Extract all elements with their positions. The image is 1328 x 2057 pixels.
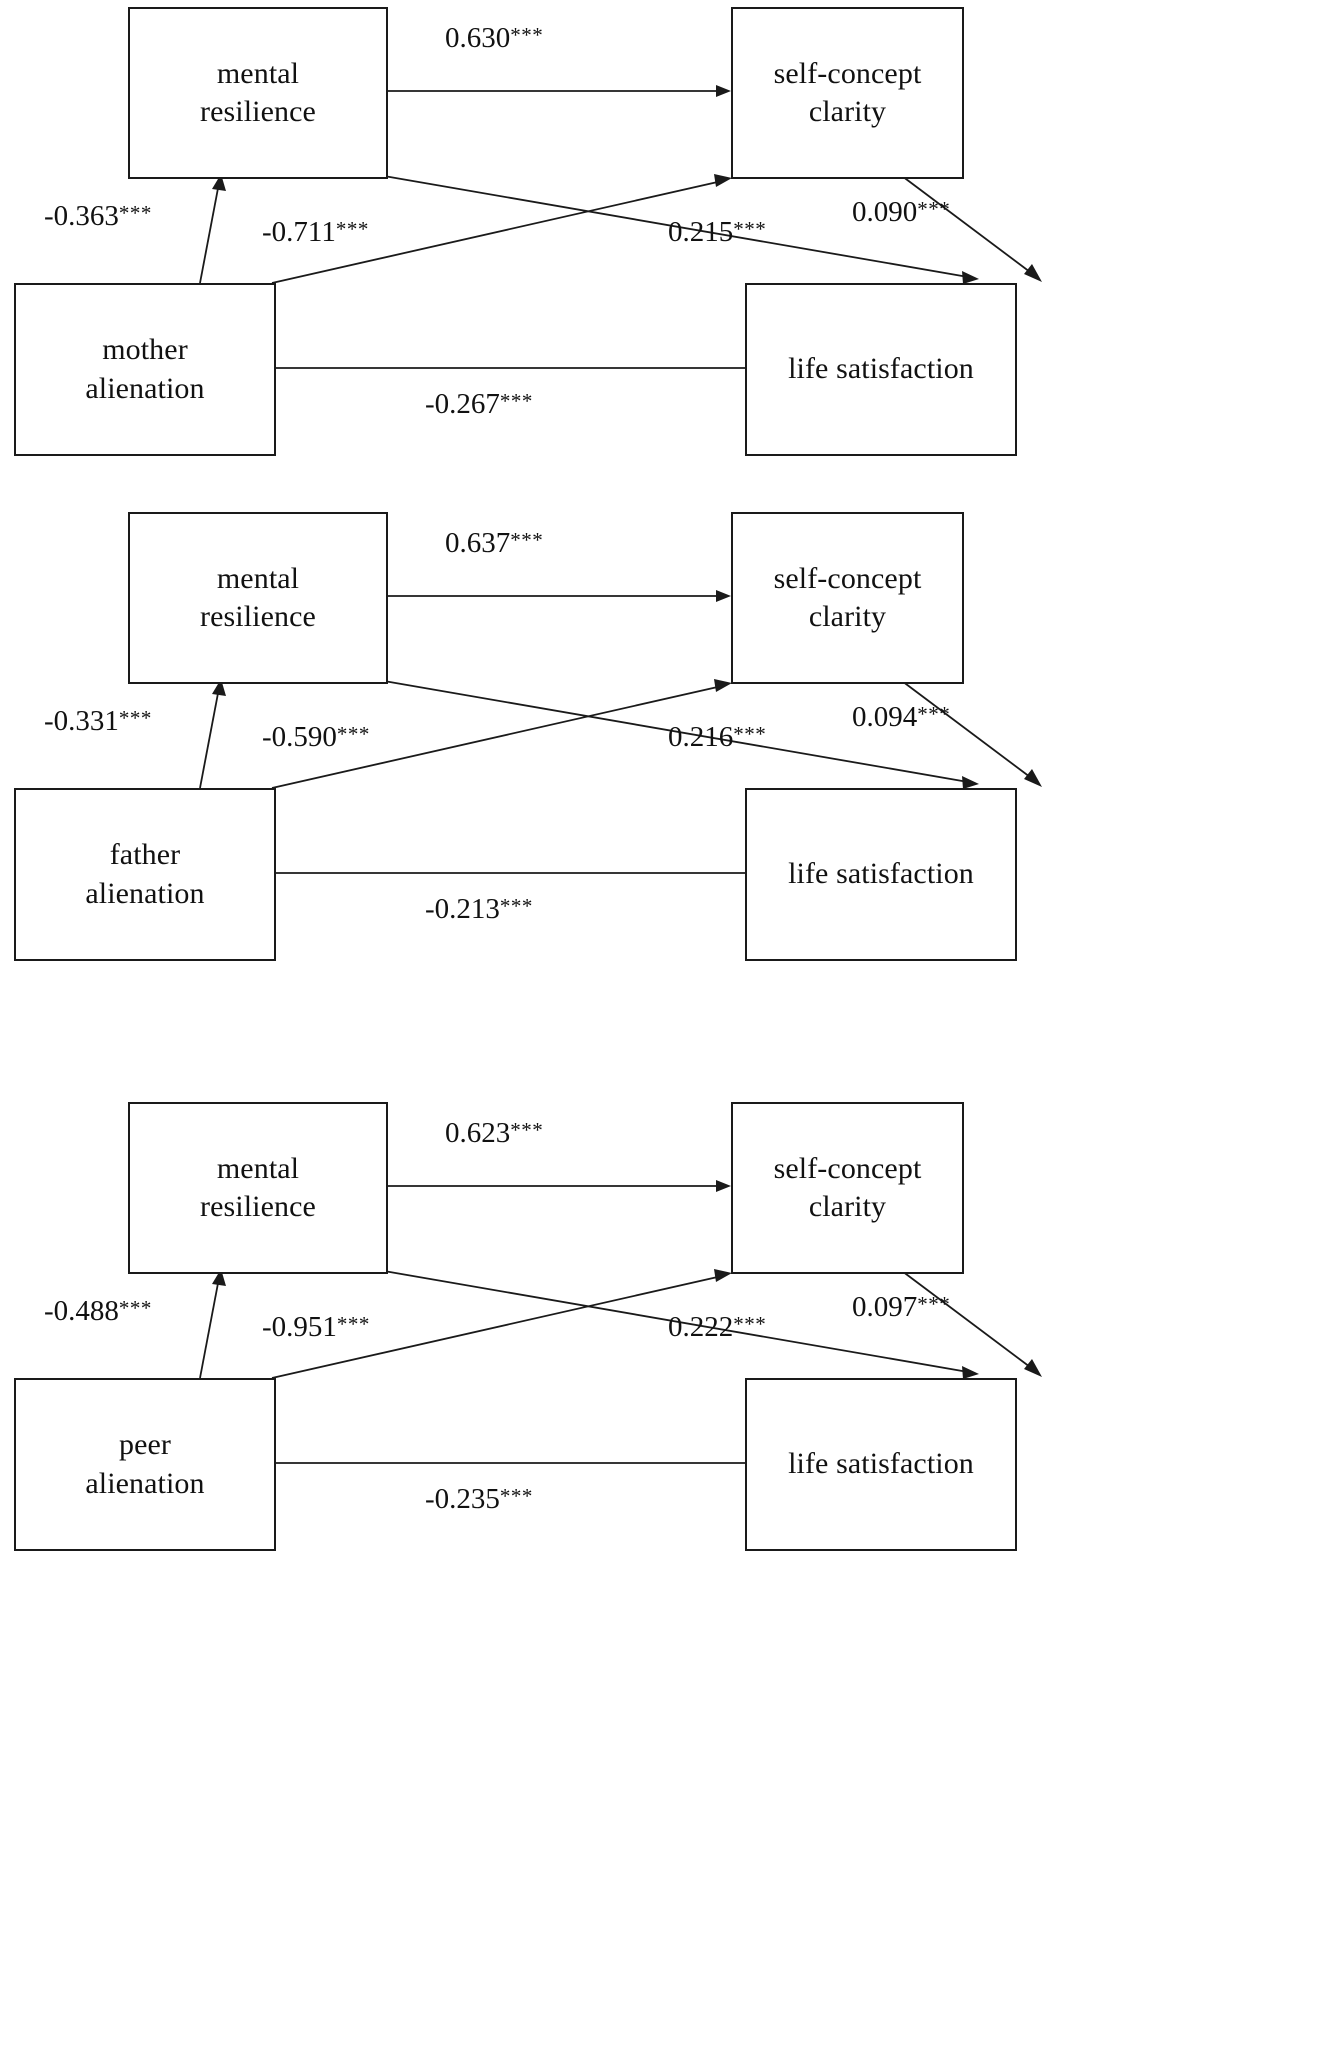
arrow-resilience-to-satisfaction: [383, 680, 979, 789]
path-coefficient-source-to-satisfaction: -0.213***: [425, 893, 533, 925]
arrow-source-to-clarity: [271, 174, 732, 284]
node-label-life-satisfaction: life satisfaction: [788, 857, 974, 891]
node-label-self-concept-clarity: self-concept clarity: [773, 561, 922, 633]
path-coefficient-resilience-to-clarity: 0.630***: [445, 22, 544, 54]
arrow-resilience-to-clarity: [384, 1180, 731, 1192]
path-coefficient-source-to-resilience: -0.488***: [44, 1295, 152, 1327]
node-peer-alienation[interactable]: peer alienation: [14, 1378, 276, 1551]
node-label-father-alienation: father alienation: [85, 838, 205, 910]
arrow-source-to-clarity: [271, 1269, 732, 1379]
path-diagram-panel-mother: mental resilience self-concept clarity m…: [0, 0, 1328, 470]
path-diagram-panel-father: mental resilience self-concept clarity f…: [0, 505, 1328, 975]
panel-3-arrows: [199, 1180, 1042, 1469]
path-coefficient-resilience-to-clarity: 0.637***: [445, 527, 544, 559]
arrow-resilience-to-clarity: [384, 85, 731, 97]
arrow-source-to-resilience: [199, 679, 226, 789]
node-label-mental-resilience: mental resilience: [200, 56, 316, 128]
node-father-alienation[interactable]: father alienation: [14, 788, 276, 961]
path-coefficient-source-to-resilience: -0.331***: [44, 705, 152, 737]
path-coefficient-source-to-satisfaction: -0.235***: [425, 1483, 533, 1515]
path-diagram-panel-peer: mental resilience self-concept clarity p…: [0, 1095, 1328, 1565]
arrow-clarity-to-satisfaction: [901, 175, 1042, 282]
node-life-satisfaction[interactable]: life satisfaction: [745, 283, 1017, 456]
path-coefficient-resilience-to-satisfaction: -0.590***: [262, 721, 370, 753]
node-self-concept-clarity[interactable]: self-concept clarity: [731, 512, 964, 684]
node-mother-alienation[interactable]: mother alienation: [14, 283, 276, 456]
node-self-concept-clarity[interactable]: self-concept clarity: [731, 7, 964, 179]
path-coefficient-clarity-to-satisfaction: 0.090***: [852, 196, 951, 228]
path-coefficient-source-to-satisfaction: -0.267***: [425, 388, 533, 420]
node-life-satisfaction[interactable]: life satisfaction: [745, 788, 1017, 961]
node-label-mother-alienation: mother alienation: [85, 333, 205, 405]
arrow-source-to-clarity: [271, 679, 732, 789]
node-label-life-satisfaction: life satisfaction: [788, 1447, 974, 1481]
arrow-source-to-resilience: [199, 174, 226, 284]
path-coefficient-resilience-to-clarity: 0.623***: [445, 1117, 544, 1149]
node-self-concept-clarity[interactable]: self-concept clarity: [731, 1102, 964, 1274]
node-mental-resilience[interactable]: mental resilience: [128, 512, 388, 684]
arrow-clarity-to-satisfaction: [901, 1270, 1042, 1377]
node-label-life-satisfaction: life satisfaction: [788, 352, 974, 386]
path-coefficient-resilience-to-satisfaction: -0.711***: [262, 216, 369, 248]
node-mental-resilience[interactable]: mental resilience: [128, 1102, 388, 1274]
path-coefficient-source-to-resilience: -0.363***: [44, 200, 152, 232]
arrow-resilience-to-satisfaction: [383, 175, 979, 284]
node-label-self-concept-clarity: self-concept clarity: [773, 1151, 922, 1223]
path-coefficient-clarity-to-satisfaction: 0.094***: [852, 701, 951, 733]
node-life-satisfaction[interactable]: life satisfaction: [745, 1378, 1017, 1551]
path-coefficient-source-to-clarity: 0.215***: [668, 216, 767, 248]
node-label-mental-resilience: mental resilience: [200, 1151, 316, 1223]
arrow-resilience-to-satisfaction: [383, 1270, 979, 1379]
node-label-self-concept-clarity: self-concept clarity: [773, 56, 922, 128]
arrow-resilience-to-clarity: [384, 590, 731, 602]
node-label-peer-alienation: peer alienation: [85, 1428, 205, 1500]
arrow-clarity-to-satisfaction: [901, 680, 1042, 787]
arrow-source-to-resilience: [199, 1269, 226, 1379]
path-coefficient-source-to-clarity: 0.222***: [668, 1311, 767, 1343]
node-label-mental-resilience: mental resilience: [200, 561, 316, 633]
path-coefficient-resilience-to-satisfaction: -0.951***: [262, 1311, 370, 1343]
path-coefficient-source-to-clarity: 0.216***: [668, 721, 767, 753]
path-coefficient-clarity-to-satisfaction: 0.097***: [852, 1291, 951, 1323]
node-mental-resilience[interactable]: mental resilience: [128, 7, 388, 179]
